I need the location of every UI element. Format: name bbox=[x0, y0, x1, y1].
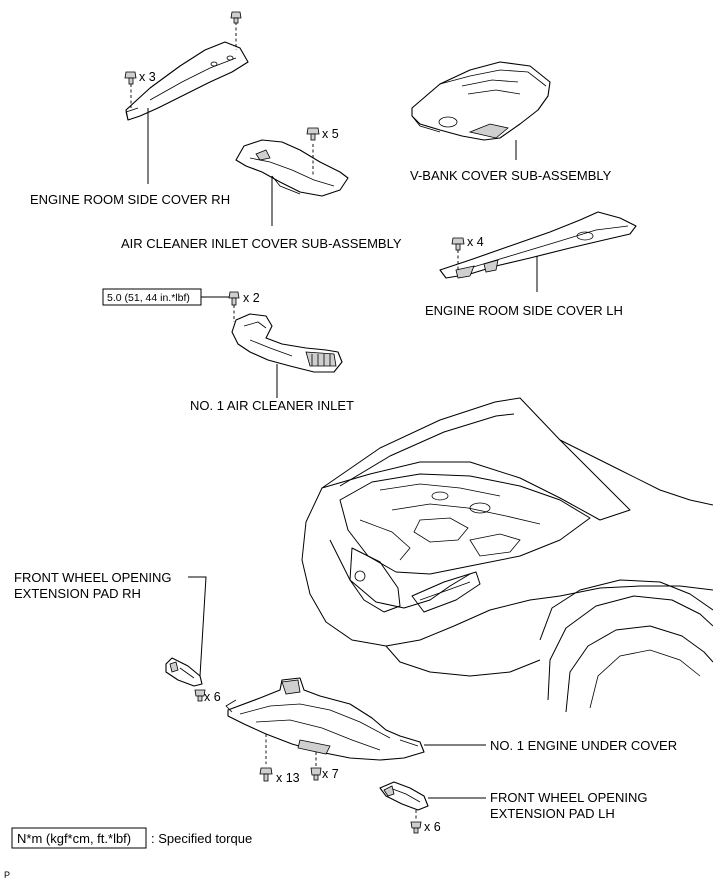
under-cover-bolt-qty: x 13 bbox=[276, 771, 300, 785]
pad-lh-clip-qty: x 6 bbox=[424, 820, 441, 834]
inlet-bolt-torque-spec: 5.0 (51, 44 in.*lbf) bbox=[107, 292, 190, 304]
legend-unit-text: N*m (kgf*cm, ft.*lbf) bbox=[17, 831, 131, 846]
front-wheel-pad-rh-label-line2: EXTENSION PAD RH bbox=[14, 586, 141, 601]
v-bank-cover-label: V-BANK COVER SUB-ASSEMBLY bbox=[410, 168, 612, 183]
clip-icon bbox=[310, 767, 322, 781]
air-cleaner-inlet-cover-part bbox=[235, 139, 349, 197]
corner-mark: P bbox=[4, 870, 10, 880]
clip-icon bbox=[230, 11, 242, 24]
clip-icon bbox=[451, 237, 465, 251]
clip-icon bbox=[306, 127, 320, 141]
under-cover-clip-qty: x 7 bbox=[322, 767, 339, 781]
front-wheel-pad-lh-label-line2: EXTENSION PAD LH bbox=[490, 806, 615, 821]
inlet-cover-clip-qty: x 5 bbox=[322, 127, 339, 141]
clip-icon bbox=[124, 71, 137, 85]
front-wheel-pad-rh-label-line1: FRONT WHEEL OPENING bbox=[14, 570, 171, 585]
engine-room-side-cover-rh-part bbox=[125, 41, 249, 121]
front-wheel-pad-lh-label-line1: FRONT WHEEL OPENING bbox=[490, 790, 647, 805]
no1-air-cleaner-inlet-part bbox=[231, 313, 343, 373]
legend-description: : Specified torque bbox=[151, 831, 252, 846]
rh-cover-clip-qty: x 3 bbox=[139, 70, 156, 84]
air-cleaner-inlet-cover-label: AIR CLEANER INLET COVER SUB-ASSEMBLY bbox=[121, 236, 402, 251]
bolt-icon bbox=[259, 767, 273, 782]
vehicle-outline bbox=[301, 397, 713, 713]
no1-engine-under-cover-label: NO. 1 ENGINE UNDER COVER bbox=[490, 738, 677, 753]
no1-engine-under-cover-part bbox=[225, 677, 425, 761]
no1-air-cleaner-inlet-label: NO. 1 AIR CLEANER INLET bbox=[190, 398, 354, 413]
legend-unit-box bbox=[11, 827, 147, 849]
lh-cover-clip-qty: x 4 bbox=[467, 235, 484, 249]
front-wheel-pad-rh-part bbox=[165, 657, 203, 687]
pad-rh-clip-qty: x 6 bbox=[204, 690, 221, 704]
bolt-icon bbox=[228, 291, 240, 306]
inlet-bolt-qty: x 2 bbox=[243, 291, 260, 305]
front-wheel-pad-lh-part bbox=[379, 781, 429, 811]
clip-icon bbox=[194, 689, 206, 702]
engine-room-side-cover-lh-label: ENGINE ROOM SIDE COVER LH bbox=[425, 303, 623, 318]
clip-icon bbox=[410, 821, 422, 834]
v-bank-cover-part bbox=[411, 61, 551, 141]
engine-room-side-cover-rh-label: ENGINE ROOM SIDE COVER RH bbox=[30, 192, 230, 207]
engine-room-side-cover-lh-part bbox=[439, 211, 637, 279]
